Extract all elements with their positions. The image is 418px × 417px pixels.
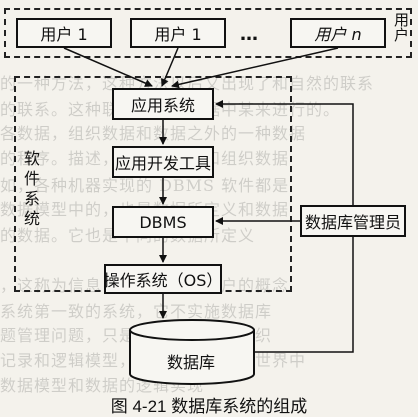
- software-system-label: 软件系统: [21, 150, 40, 230]
- layer-os: 操作系统（OS）: [104, 264, 222, 294]
- dba-box: 数据库管理员: [300, 205, 406, 237]
- user-box-n-label: 用户 n: [314, 25, 362, 44]
- layer-os-label: 操作系统（OS）: [103, 271, 223, 290]
- dba-box-label: 数据库管理员: [304, 213, 401, 232]
- user-box-n: 用户 n: [290, 18, 386, 48]
- user-box-1: 用户 1: [16, 18, 112, 48]
- layer-app-dev-tools-label: 应用开发工具: [114, 154, 211, 173]
- layer-dbms: DBMS: [112, 206, 214, 238]
- layer-application-system-label: 应用系统: [130, 96, 195, 115]
- users-group-label: 用户: [392, 12, 410, 42]
- layer-app-dev-tools: 应用开发工具: [112, 146, 214, 178]
- database-label: 数据库: [166, 353, 215, 372]
- layer-dbms-label: DBMS: [139, 212, 187, 232]
- users-ellipsis: …: [240, 24, 260, 45]
- user-box-2-label: 用户 1: [154, 25, 202, 44]
- user-box-2: 用户 1: [130, 18, 226, 48]
- figure-caption: 图 4-21 数据库系统的组成: [110, 397, 308, 416]
- layer-application-system: 应用系统: [112, 88, 214, 120]
- user-box-1-label: 用户 1: [40, 25, 88, 44]
